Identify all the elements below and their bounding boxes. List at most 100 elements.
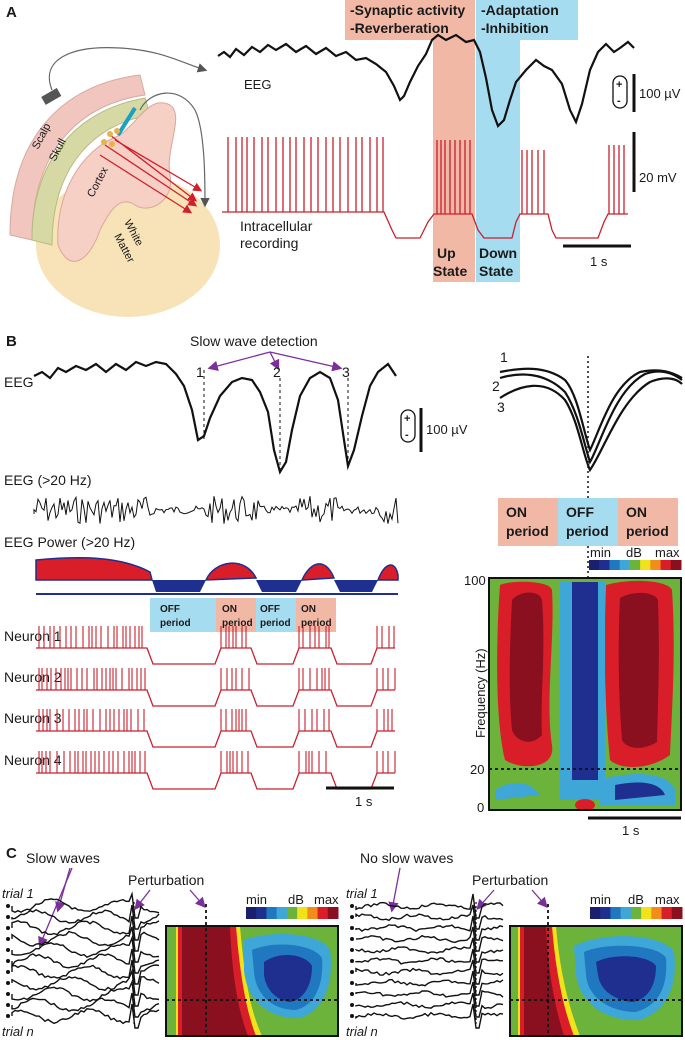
period-4-line1: ON — [301, 604, 316, 615]
eeg-trace-b — [33, 360, 397, 475]
neuron-3-spikes — [38, 709, 393, 731]
eeg-hf-trace — [33, 495, 399, 524]
up-state-label-2: State — [433, 263, 467, 279]
synaptic-activity-label: -Synaptic activity — [350, 2, 465, 18]
eeg-label-b: EEG — [4, 374, 34, 390]
period-3-line2: period — [260, 618, 291, 629]
eeg-connector-arrow — [48, 47, 208, 91]
svg-text:-: - — [617, 95, 621, 107]
marker-3: 3 — [342, 364, 350, 380]
trial-first-left: trial 1 — [2, 886, 34, 901]
colorbar-c1-max: max — [314, 892, 339, 907]
trial-first-right: trial 1 — [346, 886, 378, 901]
marker-1: 1 — [196, 364, 204, 380]
perturbation-arrow-right-1 — [476, 889, 495, 910]
neuron-1-label: Neuron 1 — [4, 628, 62, 644]
panel-a-letter: A — [6, 4, 17, 21]
intracellular-trace — [222, 211, 628, 239]
colorbar-c-right — [590, 907, 683, 919]
scale-uv-b: 100 µV — [426, 422, 468, 437]
neuron-4-spikes — [38, 751, 396, 773]
slow-waves-arrow-1 — [55, 867, 71, 913]
recording-pipette-icon — [116, 106, 137, 137]
period-box-off-2 — [256, 598, 296, 632]
overlay-label-3: 3 — [497, 399, 505, 415]
marker-2: 2 — [273, 364, 281, 380]
neuron-3-label: Neuron 3 — [4, 710, 62, 726]
polarity-icon-a — [612, 75, 628, 109]
no-slow-waves-title: No slow waves — [360, 850, 453, 866]
spectrogram-b — [488, 577, 682, 811]
time-scale-b-right: 1 s — [622, 823, 640, 838]
perturbation-label-left: Perturbation — [128, 872, 204, 888]
scale-mv: 20 mV — [639, 170, 677, 185]
big-period-off — [558, 498, 618, 546]
big-period-3-line2: period — [626, 523, 669, 539]
big-period-3-line1: ON — [626, 504, 647, 520]
neuron-traces — [36, 626, 396, 790]
colorbar-b-max: max — [655, 545, 680, 560]
down-state-label-1: Down — [479, 245, 517, 261]
period-2-line1: ON — [222, 604, 237, 615]
synaptic-activity-box — [345, 0, 475, 40]
intracellular-spikes — [227, 137, 625, 214]
neuron-2-spikes — [38, 668, 396, 690]
y-tick-0: 0 — [477, 800, 484, 815]
eeg-label-a: EEG — [244, 77, 271, 92]
brain-illustration: Scalp Skull Cortex White Matter — [9, 47, 220, 317]
big-period-1-line1: ON — [506, 504, 527, 520]
overlay-label-2: 2 — [492, 378, 500, 394]
intracellular-label-1: Intracellular — [240, 218, 313, 234]
period-1-line1: OFF — [160, 604, 180, 615]
eeg-hf-label: EEG (>20 Hz) — [4, 472, 92, 488]
overlay-label-1: 1 — [500, 349, 508, 365]
slow-waves-title: Slow waves — [26, 850, 100, 866]
y-axis-label: Frequency (Hz) — [473, 648, 488, 738]
neuron-2-label: Neuron 2 — [4, 669, 62, 685]
panel-c-letter: C — [6, 845, 17, 862]
down-state-band — [476, 40, 520, 282]
polarity-icon-b — [400, 409, 416, 443]
time-scale-b-left: 1 s — [355, 794, 373, 809]
intracellular-connector-arrow — [139, 92, 210, 208]
colorbar-c2-min: min — [590, 892, 611, 907]
svg-text:+: + — [616, 79, 622, 91]
perturbation-label-right: Perturbation — [472, 872, 548, 888]
period-3-line1: OFF — [260, 604, 280, 615]
big-period-2-line2: period — [566, 523, 609, 539]
panel-b-letter: B — [6, 333, 17, 350]
colorbar-c-left — [246, 907, 339, 919]
scalp-shape — [9, 74, 146, 241]
period-1-line2: period — [160, 618, 191, 629]
trials-right — [350, 893, 504, 1029]
big-period-1-line2: period — [506, 523, 549, 539]
up-state-band — [433, 40, 475, 282]
spectrogram-c-right — [509, 904, 683, 1037]
detection-arrow-3 — [269, 351, 343, 372]
neuron-4-label: Neuron 4 — [4, 752, 62, 768]
inhibition-label: -Inhibition — [481, 20, 549, 36]
perturbation-arrow-right-2 — [531, 889, 548, 908]
down-state-label-2: State — [479, 263, 513, 279]
scale-uv-a: 100 µV — [639, 86, 681, 101]
svg-text:-: - — [405, 429, 409, 441]
detection-arrow-1 — [207, 351, 271, 372]
skull-shape — [31, 97, 151, 246]
spectrogram-c-left — [165, 904, 339, 1037]
big-period-2-line1: OFF — [566, 504, 594, 520]
trials-left — [6, 891, 160, 1029]
reverberation-label: -Reverberation — [350, 20, 449, 36]
trial-last-right: trial n — [346, 1024, 378, 1039]
eeg-trace-a — [217, 33, 635, 128]
neuron-3-membrane — [36, 730, 395, 748]
eeg-power-label: EEG Power (>20 Hz) — [4, 534, 135, 550]
perturbation-arrow-left-1 — [134, 889, 151, 911]
y-tick-100: 100 — [464, 573, 486, 588]
colorbar-c2-max: max — [655, 892, 680, 907]
slow-wave-detection-title: Slow wave detection — [190, 333, 318, 349]
eeg-power-trace — [35, 557, 399, 595]
big-period-on-1 — [498, 498, 558, 546]
adaptation-box — [476, 0, 578, 40]
adaptation-label: -Adaptation — [481, 2, 559, 18]
